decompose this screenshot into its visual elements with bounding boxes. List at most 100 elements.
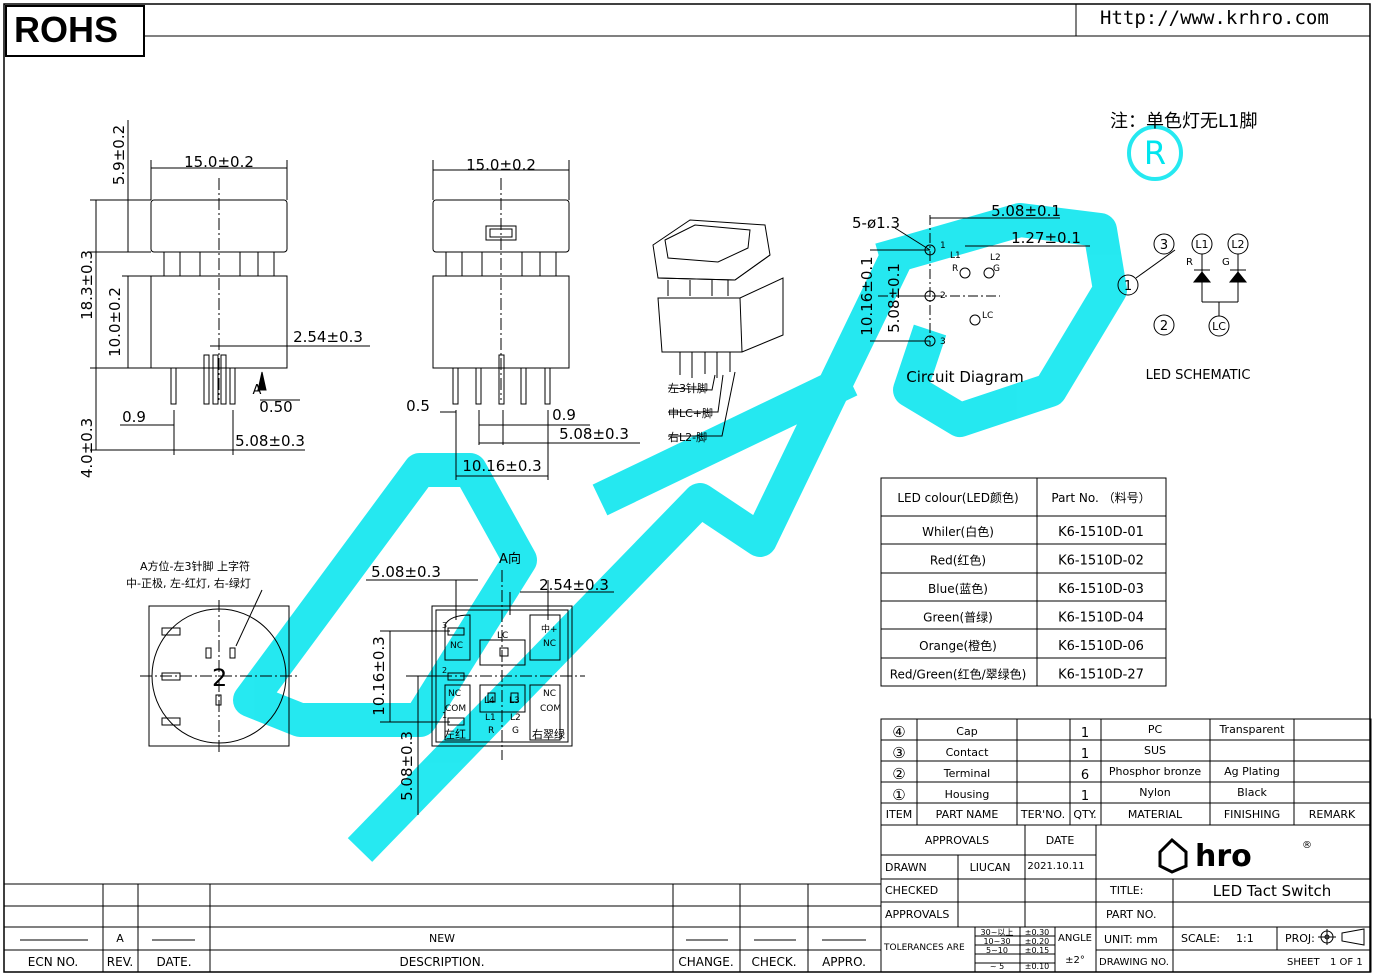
circle-3: 3 <box>1160 238 1168 253</box>
cd-pin-2: 2 <box>940 291 946 301</box>
tb-sheet: SHEET <box>1287 957 1321 968</box>
bom-header: MATERIAL <box>1128 808 1183 821</box>
tb-title: LED Tact Switch <box>1213 882 1332 900</box>
bv-r: R <box>488 726 494 736</box>
tb-unit: UNIT: mm <box>1104 933 1158 946</box>
tb-tol-range-0: 30~以上 <box>981 928 1014 937</box>
dim-bv-508: 5.08±0.3 <box>371 563 441 581</box>
led-l1: L1 <box>1195 238 1208 251</box>
bom-qty: 1 <box>1081 726 1089 741</box>
part-table-partno: K6-1510D-02 <box>1058 554 1144 569</box>
bom-finishing: Black <box>1237 786 1267 799</box>
bom-finishing: Transparent <box>1218 723 1285 736</box>
bv-com-2: COM <box>540 704 561 714</box>
part-table-text: LED colour(LED颜色) Part No. （料号） Whiler(白色)… <box>890 490 1151 683</box>
bv-l1: L1 <box>485 713 496 723</box>
url-label: Http://www.krhro.com <box>1100 7 1329 29</box>
tb-tol-value-3: ±0.10 <box>1025 962 1050 971</box>
cd-l2: L2 <box>990 253 1001 263</box>
part-table-colour: Blue(蓝色) <box>928 582 988 596</box>
pin-mid-label: 中LC+脚 <box>668 406 713 420</box>
dim-pitch-1016: 10.16±0.3 <box>462 457 541 475</box>
bom-header: ITEM <box>886 808 912 821</box>
bom-header: REMARK <box>1309 808 1356 821</box>
circuit-diagram <box>870 215 1090 347</box>
revision-headers: ECN NO.REV.DATE.DESCRIPTION.CHANGE.CHECK… <box>28 955 866 969</box>
dim-cd-1016: 10.16±0.1 <box>858 256 876 335</box>
revision-header: DESCRIPTION. <box>399 955 484 969</box>
tb-proj: PROJ: <box>1285 932 1315 945</box>
bv-g: G <box>512 726 519 736</box>
tb-drawing-no: DRAWING NO. <box>1099 957 1169 968</box>
bv-nc-2: NC <box>543 639 556 649</box>
top-view <box>140 589 300 752</box>
bom-item: ③ <box>892 744 905 762</box>
bom-header: TER'NO. <box>1020 808 1065 821</box>
dim-bv-508v: 5.08±0.3 <box>398 731 416 801</box>
tb-tolerances: TOLERANCES ARE <box>883 943 965 953</box>
part-table-partno: K6-1510D-03 <box>1058 582 1144 597</box>
pin-left-label: 左3针脚 <box>668 381 708 395</box>
dim-bv-1016: 10.16±0.3 <box>370 636 388 715</box>
part-table-header-partno: Part No. （料号） <box>1051 491 1150 505</box>
part-table-partno: K6-1510D-27 <box>1058 668 1144 683</box>
tb-checked: CHECKED <box>885 884 938 897</box>
tb-scale: SCALE: <box>1181 932 1220 945</box>
part-table-colour: Whiler(白色) <box>922 524 994 539</box>
part-table-partno: K6-1510D-06 <box>1058 639 1144 654</box>
side-view-1 <box>90 120 370 455</box>
part-table-colour: Red/Green(红色/翠绿色) <box>890 667 1027 682</box>
tb-date: DATE <box>1046 834 1075 847</box>
tb-drawn: DRAWN <box>885 861 927 874</box>
bom-header: PART NAME <box>936 808 999 821</box>
bom-material: SUS <box>1144 744 1166 757</box>
part-table-partno: K6-1510D-01 <box>1058 525 1144 540</box>
bv-lc: LC <box>497 631 508 641</box>
bom-header: FINISHING <box>1224 808 1280 821</box>
bv-nc-4: NC <box>543 689 556 699</box>
dim-pin-length: 4.0±0.3 <box>78 418 96 478</box>
part-table-header-colour: LED colour(LED颜色) <box>897 490 1018 505</box>
part-table-colour: Red(红色) <box>930 553 986 568</box>
dim-total-height: 18.3±0.3 <box>78 250 96 320</box>
bom-qty: 1 <box>1081 789 1089 804</box>
rohs-box <box>5 5 145 57</box>
bv-pin-3: 3 <box>442 621 447 630</box>
part-table-partno: K6-1510D-04 <box>1058 611 1144 626</box>
dim-pin-thickness: 0.50 <box>259 398 292 416</box>
dim-width-1: 15.0±0.2 <box>184 153 254 171</box>
rohs-label: ROHS <box>14 9 119 50</box>
led-r: R <box>1186 257 1193 268</box>
bv-l3: L3 <box>509 696 520 706</box>
bom-qty: 1 <box>1081 747 1089 762</box>
a-direction-label: A向 <box>499 551 521 567</box>
circle-1: 1 <box>1124 279 1132 294</box>
bv-pin-1: 1 <box>442 711 447 720</box>
dim-pitch-508-a: 5.08±0.3 <box>235 432 305 450</box>
tb-drawn-date: 2021.10.11 <box>1027 861 1084 872</box>
dim-pitch-254-a: 2.54±0.3 <box>293 328 363 346</box>
tb-tol-range-1: 10~30 <box>983 937 1010 946</box>
rev-description: NEW <box>429 932 455 945</box>
bv-pin-2: 2 <box>442 666 447 675</box>
a-note-2: 中-正极, 左-红灯, 右-绿灯 <box>126 576 251 590</box>
tb-tol-value-2: ±0.15 <box>1025 946 1050 955</box>
bom-finishing: Ag Plating <box>1224 765 1280 778</box>
dim-pitch-508-b: 5.08±0.3 <box>559 425 629 443</box>
part-table-colour: Orange(橙色) <box>919 638 997 653</box>
url-box <box>1075 3 1371 37</box>
bom-qty: 6 <box>1081 768 1089 783</box>
bv-green-label: 右翠绿 <box>532 727 565 741</box>
dim-bv-254: 2.54±0.3 <box>539 576 609 594</box>
bv-nc-1: NC <box>450 641 463 651</box>
dim-cd-127: 1.27±0.1 <box>1011 229 1081 247</box>
watermark-logo <box>233 125 1183 862</box>
cd-l1: L1 <box>950 251 961 261</box>
side-view-2 <box>432 160 640 480</box>
bom-material: Nylon <box>1139 786 1171 799</box>
led-schematic <box>1117 233 1249 337</box>
tb-angle: ANGLE <box>1058 933 1092 944</box>
dim-hole: 5-ø1.3 <box>852 214 900 232</box>
part-number-table <box>880 477 1167 687</box>
bom-item: ① <box>892 786 905 804</box>
